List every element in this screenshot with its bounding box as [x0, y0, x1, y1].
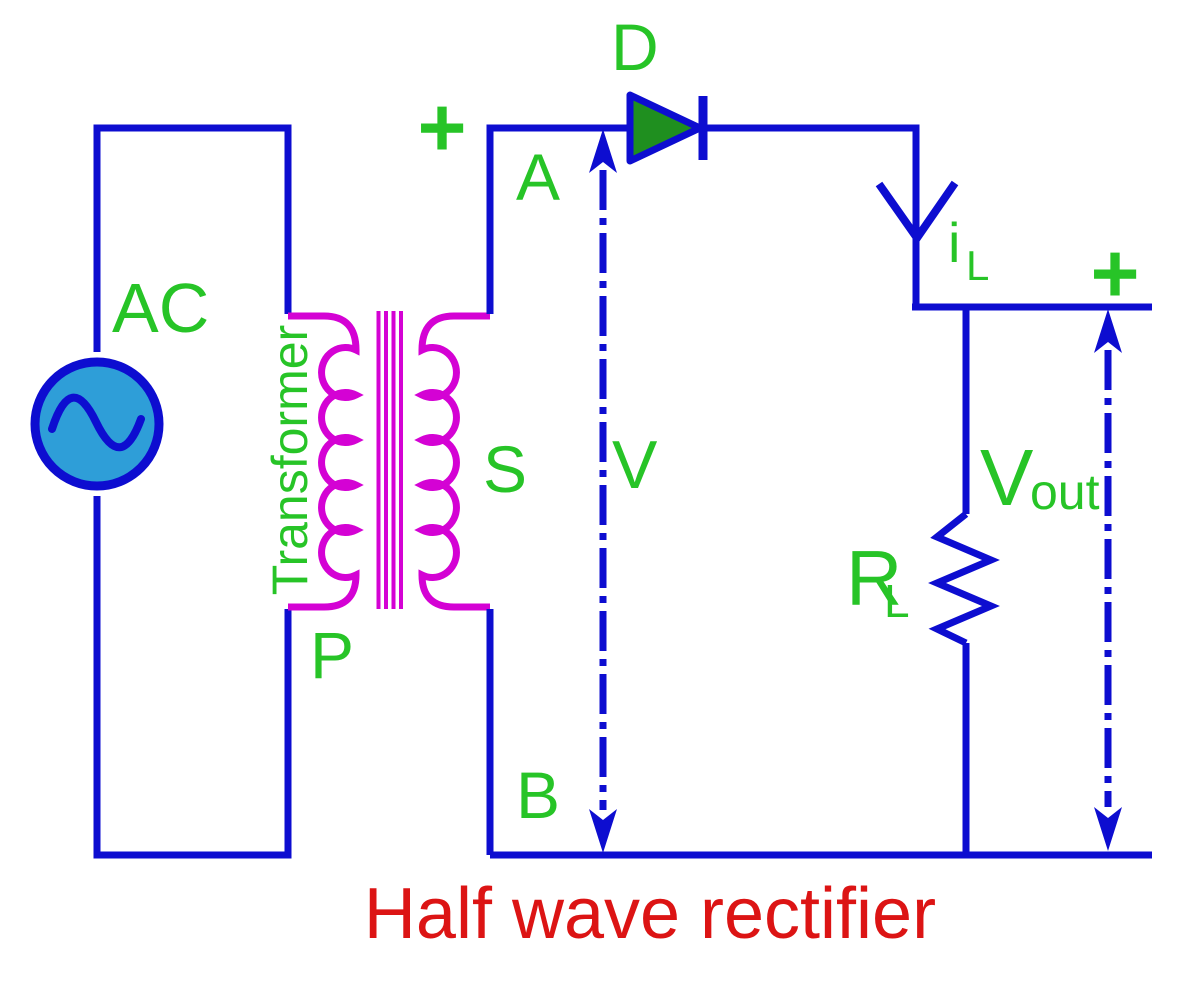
load-current-subscript: L [966, 242, 989, 289]
transformer-label: Transformer [262, 325, 318, 595]
load-current-label: i L [948, 211, 989, 289]
output-voltage-base: V [980, 433, 1034, 522]
plus-sign-output: + [1090, 226, 1139, 320]
transformer-primary-coil [288, 312, 364, 611]
load-resistor-label: R L [846, 534, 910, 627]
secondary-voltage-label: V [612, 427, 658, 503]
wire-primary-bottom [93, 496, 292, 859]
secondary-label: S [483, 432, 527, 506]
wire-diode-to-load [703, 124, 920, 307]
load-resistor-subscript: L [884, 575, 910, 627]
output-voltage-arrow [1094, 309, 1122, 851]
ac-label: AC [112, 269, 209, 347]
load-current-arrow-icon [875, 180, 959, 245]
node-a-label: A [516, 140, 560, 214]
secondary-voltage-arrow [589, 129, 617, 853]
ac-source [30, 357, 164, 491]
vout-arrow-up-head [1094, 309, 1122, 353]
v-arrow-up-head [589, 129, 617, 173]
diode-label: D [611, 10, 659, 84]
primary-label: P [310, 618, 354, 692]
sine-wave-icon [48, 393, 145, 452]
transformer-secondary-coil [414, 312, 490, 611]
wire-primary-top [93, 124, 292, 352]
plus-sign-secondary: + [417, 80, 466, 174]
output-voltage-label: V out [980, 433, 1100, 522]
load-resistor [928, 307, 1000, 855]
vout-arrow-down-head [1094, 807, 1122, 851]
diagram-title: Half wave rectifier [364, 874, 936, 954]
transformer-core [376, 311, 403, 609]
diode-triangle [626, 91, 704, 165]
load-current-base: i [948, 211, 960, 274]
resistor-zigzag [928, 511, 1000, 647]
load-resistor-base: R [846, 534, 902, 622]
output-voltage-subscript: out [1030, 464, 1100, 520]
diode [626, 91, 708, 165]
node-b-label: B [516, 758, 560, 832]
v-arrow-down-head [589, 809, 617, 853]
transformer [288, 311, 490, 611]
wire-secondary-top [486, 124, 630, 314]
